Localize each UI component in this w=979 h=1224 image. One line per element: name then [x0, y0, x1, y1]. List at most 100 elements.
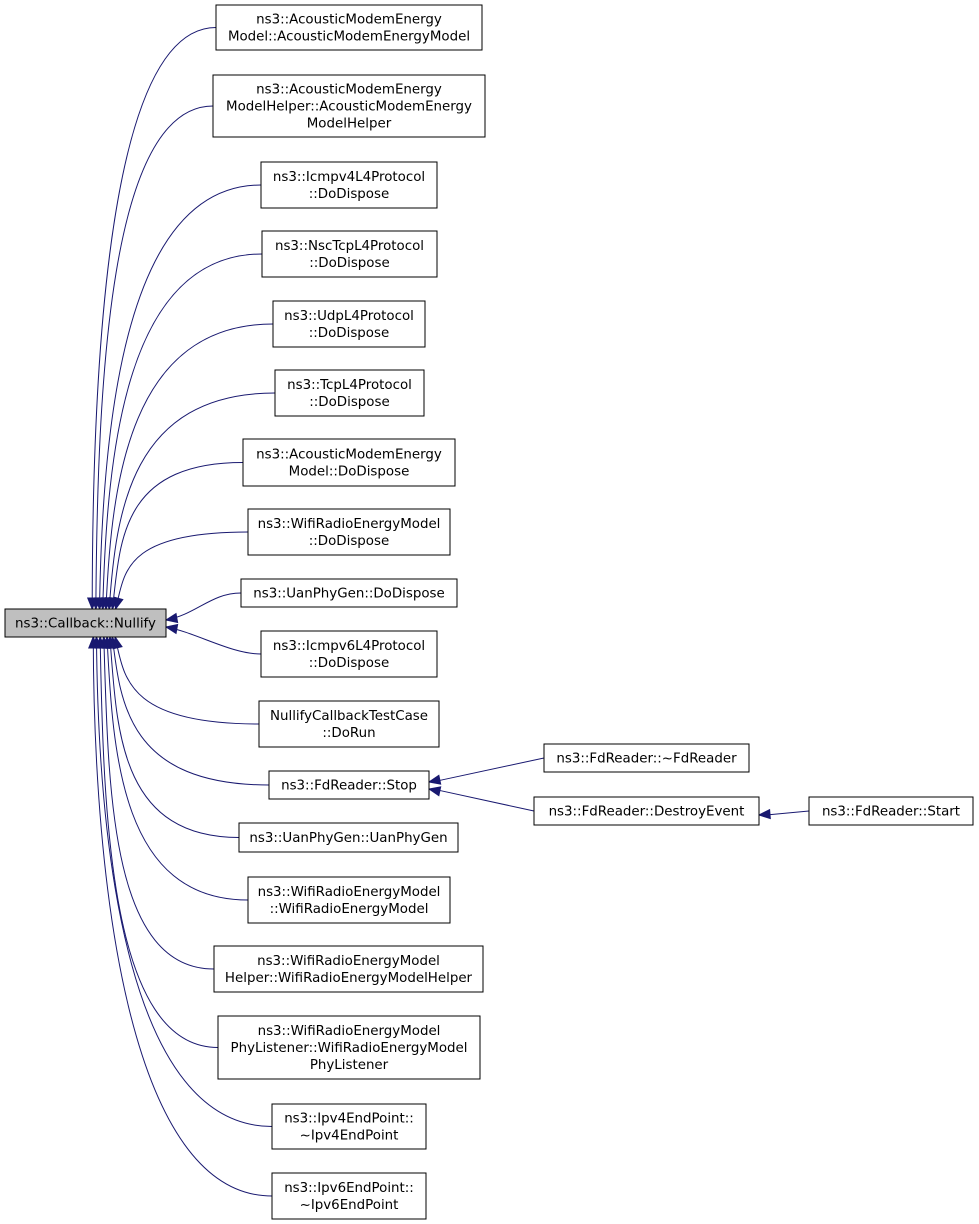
arrow-head	[427, 774, 442, 785]
arrow-head	[164, 623, 179, 635]
node-label: ns3::TcpL4Protocol	[287, 378, 412, 393]
edge-icmpv6-dispose-to-nullify	[164, 623, 262, 655]
edge-ipv6ep-dtor-to-nullify	[88, 635, 273, 1197]
node-label: ns3::Callback::Nullify	[15, 617, 156, 632]
edge-line	[91, 27, 217, 610]
node-box	[4, 608, 167, 638]
node-amem-ctor[interactable]: ns3::AcousticModemEnergyModel::AcousticM…	[215, 4, 483, 51]
node-label: ns3::FdReader::Stop	[281, 779, 417, 794]
nodes-layer: ns3::Callback::Nullify ns3::AcousticModem…	[4, 4, 974, 1220]
arrow-head	[757, 808, 771, 820]
node-label: ns3::Icmpv4L4Protocol	[273, 170, 425, 185]
node-box	[217, 1015, 481, 1080]
node-box	[272, 300, 426, 348]
edge-nsctcp-dispose-to-nullify	[97, 253, 263, 611]
node-wifirem-dispose[interactable]: ns3::WifiRadioEnergyModel::DoDispose	[247, 508, 451, 556]
edge-fdreader-start-to-fdreader-destroy	[757, 808, 810, 820]
node-box	[212, 74, 486, 138]
arrow-head	[427, 786, 442, 797]
edge-line	[111, 636, 270, 786]
node-ipv6ep-dtor[interactable]: ns3::Ipv6EndPoint::~Ipv6EndPoint	[271, 1172, 427, 1220]
node-label: ::DoDispose	[309, 326, 389, 341]
node-box	[533, 796, 760, 826]
edge-tcp-dispose-to-nullify	[104, 392, 276, 611]
node-label: ns3::Ipv4EndPoint::	[284, 1112, 414, 1127]
edge-amem-dispose-to-nullify	[108, 462, 244, 611]
node-label: ::DoDispose	[309, 187, 389, 202]
edge-line	[92, 636, 273, 1197]
node-label: ModelHelper::AcousticModemEnergy	[226, 100, 472, 115]
node-box	[543, 743, 750, 773]
node-box	[213, 945, 484, 993]
edge-fdreader-destroy-to-fdreader-stop	[427, 786, 535, 812]
node-label: ns3::FdReader::DestroyEvent	[549, 805, 745, 820]
node-label: ns3::FdReader::Start	[822, 805, 960, 820]
node-nsctcp-dispose[interactable]: ns3::NscTcpL4Protocol::DoDispose	[261, 230, 438, 278]
node-nullify-test[interactable]: NullifyCallbackTestCase::DoRun	[258, 700, 440, 748]
node-fdreader-start[interactable]: ns3::FdReader::Start	[808, 796, 974, 826]
node-box	[261, 230, 438, 278]
node-ipv4ep-dtor[interactable]: ns3::Ipv4EndPoint::~Ipv4EndPoint	[271, 1103, 427, 1150]
node-fdreader-stop[interactable]: ns3::FdReader::Stop	[268, 770, 430, 800]
node-label: Model::DoDispose	[289, 465, 410, 480]
node-label: ns3::AcousticModemEnergy	[256, 448, 442, 463]
edge-line	[95, 105, 214, 610]
edge-line	[102, 253, 263, 610]
node-nullify[interactable]: ns3::Callback::Nullify	[4, 608, 167, 638]
edge-line	[108, 392, 276, 610]
node-box	[247, 508, 451, 556]
edge-line	[165, 626, 262, 655]
node-label: PhyListener::WifiRadioEnergyModel	[231, 1041, 468, 1056]
edge-line	[438, 789, 535, 812]
node-label: ns3::UdpL4Protocol	[284, 309, 414, 324]
node-label: ns3::WifiRadioEnergyModel	[258, 885, 441, 900]
node-box	[240, 578, 458, 608]
node-label: NullifyCallbackTestCase	[270, 709, 428, 724]
node-label: ::DoDispose	[309, 656, 389, 671]
edge-line	[768, 810, 810, 816]
node-tcp-dispose[interactable]: ns3::TcpL4Protocol::DoDispose	[274, 369, 425, 417]
node-icmpv6-dispose[interactable]: ns3::Icmpv6L4Protocol::DoDispose	[260, 630, 438, 678]
node-box	[808, 796, 974, 826]
node-amem-dispose[interactable]: ns3::AcousticModemEnergyModel::DoDispose	[242, 438, 456, 487]
node-fdreader-dtor[interactable]: ns3::FdReader::~FdReader	[543, 743, 750, 773]
edge-line	[438, 757, 545, 782]
node-label: ModelHelper	[307, 117, 392, 132]
node-label: ns3::WifiRadioEnergyModel	[258, 517, 441, 532]
edge-wifirempl-ctor-to-nullify	[95, 635, 219, 1048]
node-box	[260, 161, 438, 209]
node-box	[247, 876, 451, 924]
node-box	[268, 770, 430, 800]
node-label: ::DoDispose	[309, 534, 389, 549]
edge-wifiremh-ctor-to-nullify	[98, 635, 215, 970]
edge-line	[106, 636, 249, 901]
node-label: ns3::AcousticModemEnergy	[256, 83, 442, 98]
node-label: ::DoRun	[322, 726, 375, 741]
node-box	[258, 700, 440, 748]
edge-line	[114, 636, 260, 725]
edge-line	[103, 636, 215, 970]
node-udp-dispose[interactable]: ns3::UdpL4Protocol::DoDispose	[272, 300, 426, 348]
node-label: PhyListener	[310, 1058, 389, 1073]
node-icmpv4-dispose[interactable]: ns3::Icmpv4L4Protocol::DoDispose	[260, 161, 438, 209]
edge-line	[95, 636, 273, 1127]
node-label: ns3::Icmpv6L4Protocol	[273, 639, 425, 654]
node-uanphygen-ctor[interactable]: ns3::UanPhyGen::UanPhyGen	[238, 822, 459, 853]
node-label: ::DoDispose	[309, 256, 389, 271]
node-wifirem-ctor[interactable]: ns3::WifiRadioEnergyModel::WifiRadioEner…	[247, 876, 451, 924]
node-amemh-ctor[interactable]: ns3::AcousticModemEnergyModelHelper::Aco…	[212, 74, 486, 138]
node-fdreader-destroy[interactable]: ns3::FdReader::DestroyEvent	[533, 796, 760, 826]
node-label: ns3::WifiRadioEnergyModel	[257, 954, 440, 969]
node-wifirempl-ctor[interactable]: ns3::WifiRadioEnergyModelPhyListener::Wi…	[217, 1015, 481, 1080]
edge-line	[99, 636, 219, 1048]
node-label: Helper::WifiRadioEnergyModelHelper	[225, 971, 473, 986]
node-label: ns3::NscTcpL4Protocol	[275, 239, 424, 254]
node-box	[238, 822, 459, 853]
edges-layer	[86, 27, 810, 1197]
edge-line	[165, 592, 242, 621]
node-uanphygen-dispose[interactable]: ns3::UanPhyGen::DoDispose	[240, 578, 458, 608]
node-wifiremh-ctor[interactable]: ns3::WifiRadioEnergyModelHelper::WifiRad…	[213, 945, 484, 993]
node-label: ns3::WifiRadioEnergyModel	[258, 1024, 441, 1039]
edge-line	[111, 462, 244, 610]
node-label: ::WifiRadioEnergyModel	[270, 902, 429, 917]
